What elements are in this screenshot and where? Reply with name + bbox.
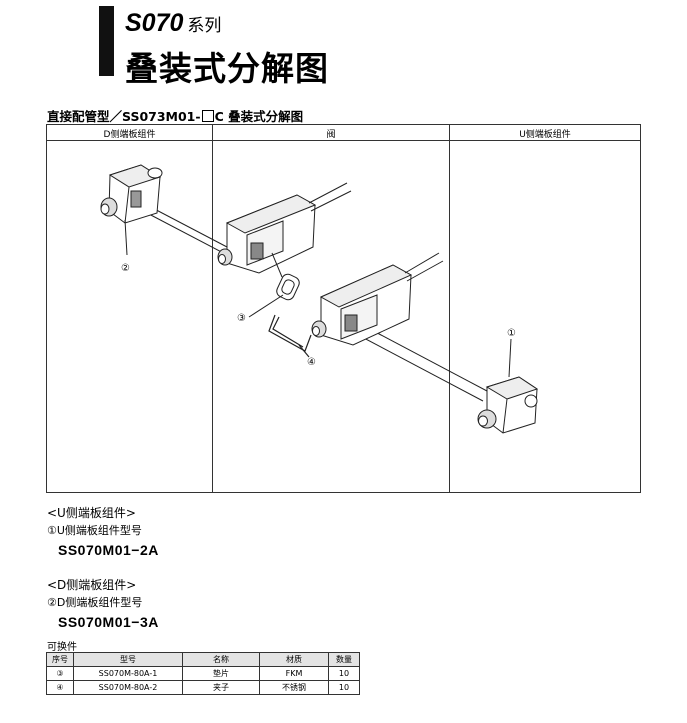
u-side-model-label: ①U侧端板组件型号 — [47, 524, 142, 537]
series-suffix: 系列 — [187, 16, 222, 36]
cell-name: 垫片 — [182, 666, 260, 681]
callout-4: ④ — [307, 357, 316, 368]
cell-qty: 10 — [328, 680, 360, 695]
table-row: ④ SS070M-80A-2 夹子 不锈钢 10 — [46, 680, 360, 695]
title-accent-bar — [99, 6, 114, 76]
d-side-model-code: SS070M01−3A — [58, 614, 159, 630]
cell-material: FKM — [259, 666, 329, 681]
u-side-end-plate-drawing — [477, 338, 539, 434]
parts-caption: 可换件 — [47, 642, 77, 653]
page-title: 叠装式分解图 — [125, 49, 329, 88]
column-divider — [212, 125, 213, 492]
series-code: S070 — [125, 9, 184, 37]
cell-model: SS070M-80A-1 — [73, 666, 183, 681]
d-side-end-plate-drawing — [100, 164, 163, 256]
cell-index: ③ — [46, 666, 74, 681]
exploded-diagram-table: D侧端板组件 阀 U侧端板组件 — [46, 124, 641, 493]
assembly-axis-line — [146, 212, 232, 258]
callout-1: ① — [507, 328, 516, 339]
replaceable-parts-table: 序号 型号 名称 材质 数量 ③ SS070M-80A-1 垫片 FKM 10 … — [46, 652, 360, 695]
subtitle-prefix: 直接配管型／SS073M01- — [47, 109, 201, 124]
gasket-drawing — [248, 273, 300, 318]
cell-index: ④ — [46, 680, 74, 695]
d-side-section-title: <D侧端板组件> — [47, 578, 137, 592]
column-header-u-side: U侧端板组件 — [519, 130, 571, 140]
clip-drawing — [268, 314, 312, 358]
callout-2: ② — [121, 263, 130, 274]
exploded-drawing — [100, 164, 539, 434]
cell-material: 不锈钢 — [259, 680, 329, 695]
subtitle-suffix: C 叠装式分解图 — [214, 109, 304, 124]
cell-model: SS070M-80A-2 — [73, 680, 183, 695]
valve-drawing-2 — [311, 252, 444, 346]
d-side-model-label: ②D侧端板组件型号 — [47, 596, 143, 609]
diagram-subtitle: 直接配管型／SS073M01- C 叠装式分解图 — [47, 106, 303, 125]
blank-box-icon — [201, 110, 214, 122]
header-cell: 序号 — [46, 652, 74, 667]
table-header-row: 序号 型号 名称 材质 数量 — [46, 652, 360, 667]
column-divider — [449, 125, 450, 492]
cell-name: 夹子 — [182, 680, 260, 695]
header-cell: 型号 — [73, 652, 183, 667]
u-side-model-code: SS070M01−2A — [58, 542, 159, 558]
cell-qty: 10 — [328, 666, 360, 681]
callout-3: ③ — [237, 313, 246, 324]
header-cell: 材质 — [259, 652, 329, 667]
column-header-valve: 阀 — [326, 130, 336, 140]
u-side-section-title: <U侧端板组件> — [47, 506, 136, 520]
table-row: ③ SS070M-80A-1 垫片 FKM 10 — [46, 666, 360, 681]
valve-drawing-1 — [217, 182, 352, 278]
header-cell: 名称 — [182, 652, 260, 667]
header-cell: 数量 — [328, 652, 360, 667]
column-header-d-side: D侧端板组件 — [103, 130, 156, 140]
header-divider — [47, 140, 640, 141]
